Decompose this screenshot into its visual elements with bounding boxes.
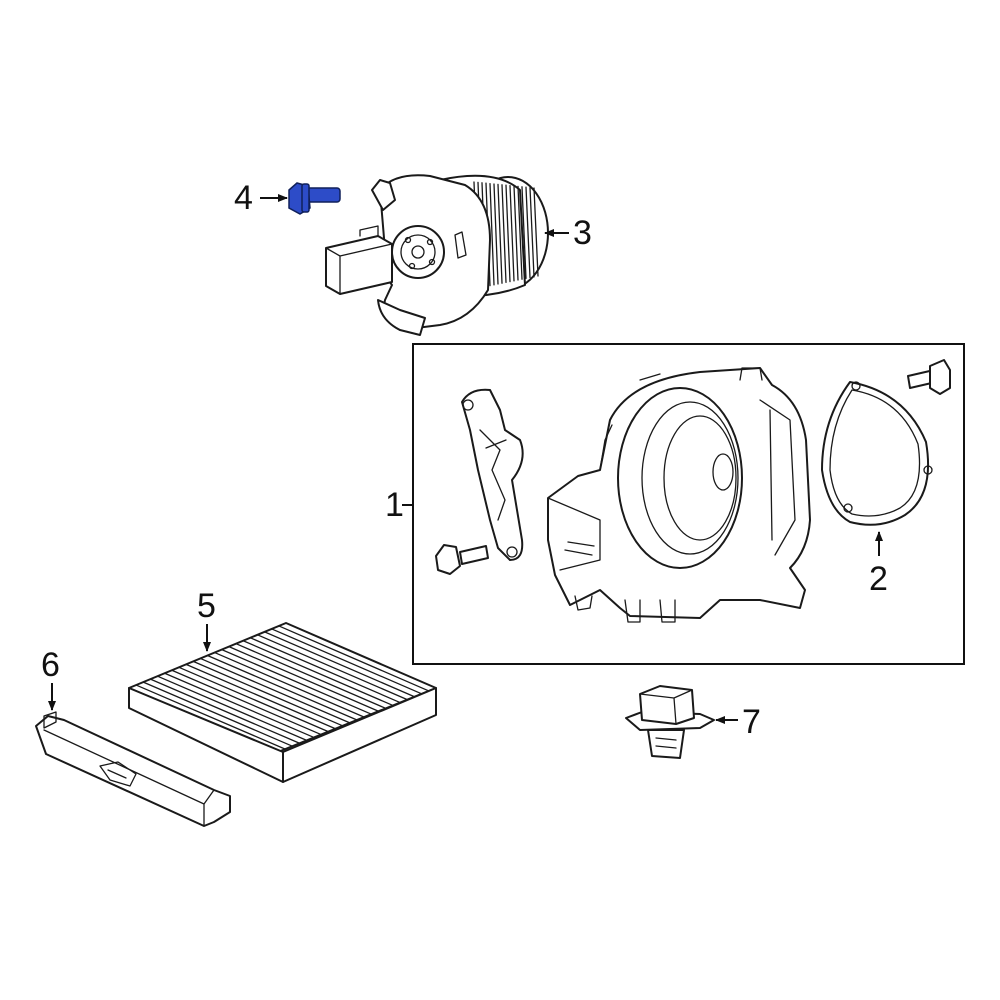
fan-blade-line: [509, 184, 515, 282]
filter-pleat-line: [135, 684, 286, 750]
filter-pleat-line: [178, 666, 329, 733]
callout-2: 2: [869, 560, 888, 598]
fan-blade-line: [525, 186, 531, 279]
fan-blade-line: [521, 186, 527, 280]
callout-1: 1: [385, 486, 404, 524]
filter-pleat-line: [213, 651, 365, 718]
filter-pleat-line: [235, 643, 387, 710]
filter-pleat-line: [199, 657, 351, 724]
filter-pleat-line: [156, 675, 308, 742]
filter-pleat-line: [271, 628, 423, 695]
fan-blade-line: [529, 186, 535, 278]
filter-pleat-line: [164, 672, 315, 739]
filter-pleat-line: [278, 625, 430, 692]
callout-6: 6: [41, 646, 60, 684]
bolt-highlighted: [288, 182, 341, 215]
fan-blade-line: [501, 184, 507, 284]
filter-pleat-line: [185, 663, 337, 730]
filter-pleat-line: [171, 669, 322, 736]
filter-pleat-line: [206, 654, 358, 721]
callout-7: 7: [742, 703, 761, 741]
filter-pleat-line: [221, 648, 373, 715]
filter-pleat-line: [249, 637, 401, 704]
gasket-icon: [821, 381, 930, 526]
callout-5: 5: [197, 587, 216, 625]
filter-pleat-line: [256, 634, 408, 701]
flange-bolt-icon[interactable]: 4: [234, 179, 341, 217]
fan-blade-line: [513, 185, 519, 281]
blower-resistor-icon[interactable]: [625, 685, 715, 759]
callout-3: 3: [573, 214, 592, 252]
filter-pleat-line: [192, 660, 344, 727]
fan-blade-line: [489, 182, 495, 286]
blower-motor-icon[interactable]: 3: [325, 174, 592, 336]
cabin-filter-icon[interactable]: [128, 622, 437, 783]
filter-pleat-line: [142, 681, 294, 747]
fan-blade-line: [505, 184, 511, 283]
filter-pleat-line: [263, 631, 416, 698]
fan-blade-line: [497, 183, 503, 284]
fan-blade-line: [533, 187, 539, 277]
filter-pleat-line: [228, 645, 380, 712]
filter-cover-icon[interactable]: [35, 711, 231, 827]
blower-housing-icon[interactable]: [435, 359, 951, 623]
fan-blade-line: [517, 185, 523, 280]
filter-pleat-line: [149, 678, 301, 744]
filter-pleat-line: [242, 640, 394, 707]
fan-blade-line: [493, 183, 499, 285]
callout-4: 4: [234, 179, 253, 217]
